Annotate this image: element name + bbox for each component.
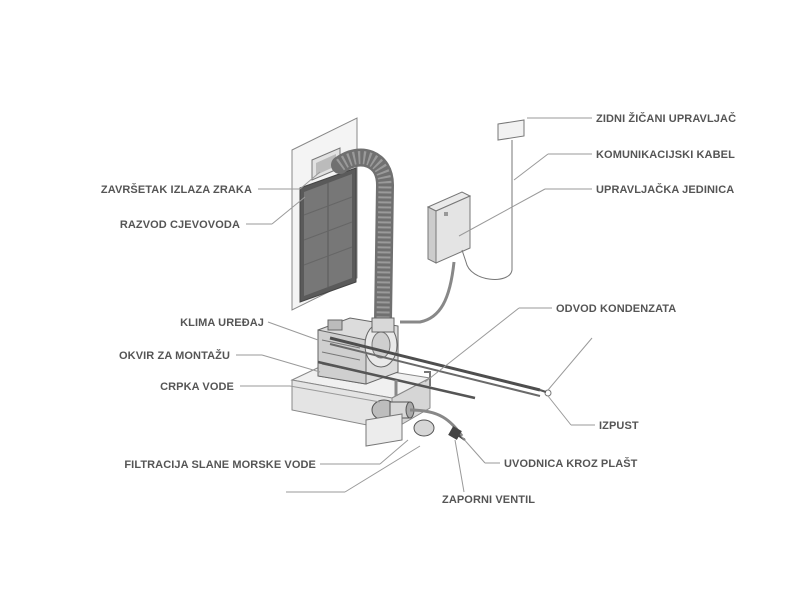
label-control-unit: UPRAVLJAČKA JEDINICA xyxy=(596,183,734,196)
label-mounting-frame: OKVIR ZA MONTAŽU xyxy=(119,349,230,362)
label-shutoff-valve: ZAPORNI VENTIL xyxy=(442,494,535,506)
label-wall-controller: ZIDNI ŽIČANI UPRAVLJAČ xyxy=(596,112,736,125)
control-unit-box xyxy=(426,191,472,264)
label-discharge: IZPUST xyxy=(599,420,639,432)
label-seawater-filter: FILTRACIJA SLANE MORSKE VODE xyxy=(124,459,316,471)
water-pump xyxy=(371,399,415,421)
flex-duct xyxy=(331,148,395,329)
air-outlet-grille xyxy=(299,167,357,303)
discharge-fitting xyxy=(539,389,552,397)
label-ac-unit: KLIMA UREĐAJ xyxy=(180,317,264,329)
label-air-outlet-termination: ZAVRŠETAK IZLAZA ZRAKA xyxy=(101,183,252,196)
communication-cable xyxy=(400,140,513,324)
label-thru-hull: UVODNICA KROZ PLAŠT xyxy=(504,457,638,470)
label-ducting: RAZVOD CJEVOVODA xyxy=(120,219,240,231)
label-communication-cable: KOMUNIKACIJSKI KABEL xyxy=(596,149,735,161)
wall-controller xyxy=(497,119,525,141)
label-water-pump: CRPKA VODE xyxy=(160,381,234,393)
label-condensate-drain: ODVOD KONDENZATA xyxy=(556,303,676,315)
seawater-strainer xyxy=(365,413,435,447)
leader-lines xyxy=(236,117,595,493)
